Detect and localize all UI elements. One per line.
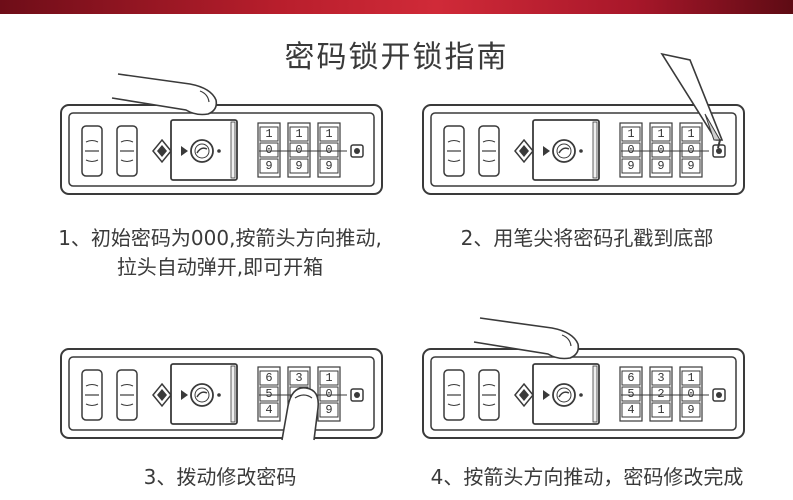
pen-tip-icon [660, 52, 724, 149]
key-cylinder [532, 119, 600, 181]
dial-digit: 9 [627, 159, 634, 173]
dial-wheel-3: 1 0 9 [679, 122, 703, 178]
arrow-icon [181, 146, 188, 156]
reset-pinhole [712, 144, 726, 158]
top-banner [0, 0, 793, 14]
pushing-finger-icon [473, 317, 580, 360]
dial-digit: 9 [687, 403, 694, 417]
latch-tab-1 [443, 125, 465, 177]
dial-digit: 0 [627, 143, 634, 157]
dial-digit: 9 [295, 159, 302, 173]
combination-dials: 1 0 9 1 0 9 1 0 9 [619, 122, 709, 178]
dial-digit: 1 [325, 371, 332, 385]
reset-pinhole [712, 388, 726, 402]
latch-tab-2 [116, 369, 138, 421]
latch-tab-2 [478, 369, 500, 421]
dial-digit: 1 [325, 127, 332, 141]
reset-pinhole [350, 388, 364, 402]
dial-wheel-1: 6 5 4 [619, 366, 643, 422]
dial-wheel-1: 1 0 9 [619, 122, 643, 178]
latch-tab-1 [81, 369, 103, 421]
combination-dials: 1 0 9 1 0 9 1 0 9 [257, 122, 347, 178]
step-1-line-1: 1、初始密码为000,按箭头方向推动, [58, 226, 382, 250]
dial-wheel-2: 1 0 9 [287, 122, 311, 178]
lock-illustration-step-4: 6 5 4 3 2 1 1 0 9 [422, 317, 745, 440]
pushing-finger-icon [111, 73, 218, 116]
arrow-icon [543, 390, 550, 400]
step-4-caption: 4、按箭头方向推动，密码修改完成 [402, 463, 772, 492]
key-cylinder [170, 363, 238, 425]
dial-wheel-2: 1 0 9 [649, 122, 673, 178]
dial-digit: 9 [657, 159, 664, 173]
dial-digit: 6 [265, 371, 272, 385]
dial-wheel-1: 6 5 4 [257, 366, 281, 422]
arrow-icon [543, 146, 550, 156]
dial-digit: 9 [325, 159, 332, 173]
lock-body: 1 0 9 1 0 9 1 0 9 [422, 104, 745, 195]
step-2-line-1: 2、用笔尖将密码孔戳到底部 [460, 226, 714, 250]
dial-digit: 1 [627, 127, 634, 141]
combination-dials: 6 5 4 3 2 1 1 0 9 [619, 366, 709, 422]
lock-body: 1 0 9 1 0 9 1 0 9 [60, 104, 383, 195]
diamond-emblem-icon [152, 138, 172, 164]
step-1-caption: 1、初始密码为000,按箭头方向推动, 拉头自动弹开,即可开箱 [40, 224, 400, 282]
dial-digit: 3 [295, 371, 302, 385]
dial-digit: 0 [657, 143, 664, 157]
key-cylinder [170, 119, 238, 181]
dial-digit: 1 [265, 127, 272, 141]
dial-digit: 6 [627, 371, 634, 385]
latch-tab-1 [443, 369, 465, 421]
dial-digit: 0 [325, 143, 332, 157]
dial-digit: 5 [265, 387, 272, 401]
dial-digit: 3 [657, 371, 664, 385]
step-4-line-1: 4、按箭头方向推动，密码修改完成 [430, 465, 744, 489]
reset-pinhole [350, 144, 364, 158]
dial-digit: 9 [325, 403, 332, 417]
step-3-line-1: 3、拨动修改密码 [143, 465, 297, 489]
key-cylinder [532, 363, 600, 425]
dial-digit: 1 [687, 127, 694, 141]
dial-wheel-1: 1 0 9 [257, 122, 281, 178]
lock-illustration-step-2: 1 0 9 1 0 9 1 0 9 [422, 52, 745, 196]
turning-finger-icon [281, 387, 320, 441]
diamond-emblem-icon [514, 138, 534, 164]
dial-wheel-3: 1 0 9 [317, 122, 341, 178]
dial-digit: 1 [657, 127, 664, 141]
dial-digit: 0 [325, 387, 332, 401]
arrow-icon [181, 390, 188, 400]
dial-wheel-3: 1 0 9 [679, 366, 703, 422]
latch-tab-1 [81, 125, 103, 177]
dial-digit: 1 [687, 371, 694, 385]
lock-illustration-step-1: 1 0 9 1 0 9 1 0 9 [60, 73, 383, 196]
dial-digit: 2 [657, 387, 664, 401]
diamond-emblem-icon [514, 382, 534, 408]
step-1-line-2: 拉头自动弹开,即可开箱 [116, 255, 324, 279]
dial-wheel-3: 1 0 9 [317, 366, 341, 422]
dial-digit: 1 [657, 403, 664, 417]
page-title: 密码锁开锁指南 [284, 40, 509, 75]
latch-tab-2 [478, 125, 500, 177]
dial-digit: 4 [265, 403, 272, 417]
dial-digit: 0 [687, 143, 694, 157]
step-3-caption: 3、拨动修改密码 [40, 463, 400, 492]
dial-digit: 9 [687, 159, 694, 173]
diamond-emblem-icon [152, 382, 172, 408]
dial-digit: 0 [295, 143, 302, 157]
step-2-caption: 2、用笔尖将密码孔戳到底部 [402, 224, 772, 253]
dial-digit: 0 [687, 387, 694, 401]
dial-digit: 4 [627, 403, 634, 417]
lock-body: 6 5 4 3 2 1 1 0 9 [422, 348, 745, 439]
dial-digit: 9 [265, 159, 272, 173]
dial-digit: 0 [265, 143, 272, 157]
dial-digit: 5 [627, 387, 634, 401]
dial-wheel-2: 3 2 1 [649, 366, 673, 422]
latch-tab-2 [116, 125, 138, 177]
dial-digit: 1 [295, 127, 302, 141]
